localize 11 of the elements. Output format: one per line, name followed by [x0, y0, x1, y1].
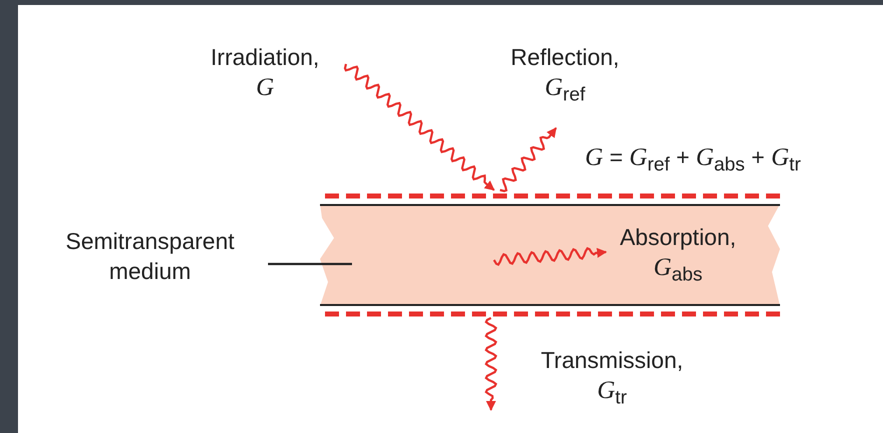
medium-label: Semitransparent medium: [30, 226, 270, 286]
reflection-wave-arrow: [500, 127, 557, 192]
transmission-label: Transmission, G$_{tr}$: [540, 346, 684, 411]
reflection-label: Reflection, G$_{ref}$: [490, 42, 640, 111]
leader-line: [268, 262, 352, 266]
irradiation-label: Irradiation, G: [190, 42, 340, 103]
transmission-wave-arrow: [484, 317, 498, 411]
absorption-wave-arrow: [493, 247, 607, 266]
medium-slab: [320, 204, 780, 306]
energy-balance-equation: G = G$_{ref}$ + G$_{abs}$ + G$_{tr}$: [585, 143, 802, 178]
irradiation-wave-arrow: [344, 64, 495, 191]
